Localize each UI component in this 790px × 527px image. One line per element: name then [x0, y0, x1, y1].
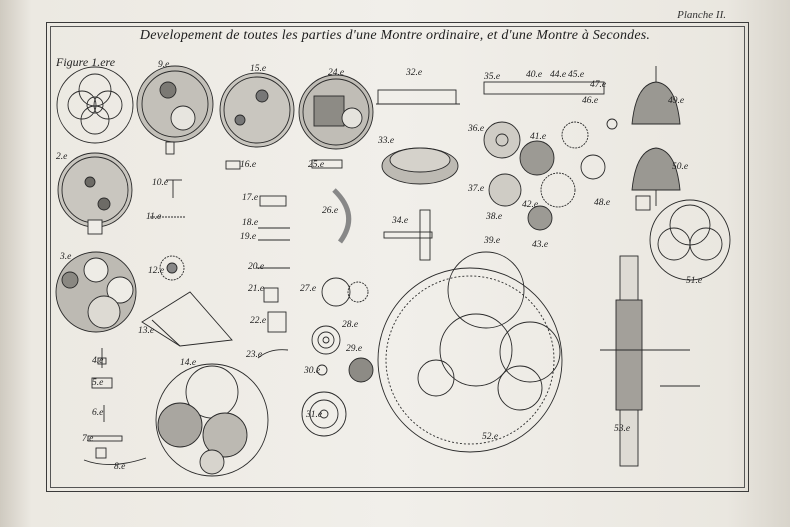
fig-19-label: 19.e [240, 232, 257, 242]
fig24-fusee-movement [298, 74, 374, 150]
figs-4-8-small-parts [83, 348, 147, 465]
fig2-pillar-plate [57, 152, 133, 235]
fig-28-label: 28.e [342, 320, 359, 330]
fig-52-label: 52.e [482, 432, 499, 442]
fig-40-label: 40.e [526, 70, 543, 80]
fig-29-label: 29.e [346, 344, 363, 354]
fig51-seconds-train [649, 199, 731, 281]
figs-16-23-parts [225, 160, 290, 359]
fig-24-label: 24.e [328, 68, 345, 78]
fig-41-label: 41.e [530, 132, 547, 142]
fig-32-label: 32.e [406, 68, 423, 78]
fig-23-label: 23.e [246, 350, 263, 360]
fig-50-label: 50.e [672, 162, 689, 172]
fig1-circle-diagram [56, 66, 134, 144]
fig-30-label: 30.e [304, 366, 321, 376]
fig-14-label: 14.e [180, 358, 197, 368]
fig-4-label: 4.e [92, 356, 104, 366]
fig-31-label: 31.e [306, 410, 323, 420]
fig-43-label: 43.e [532, 240, 549, 250]
fig-8-label: 8.e [114, 462, 126, 472]
fig-16-label: 16.e [240, 160, 257, 170]
figs-10-13-parts [141, 179, 233, 347]
fig-47-label: 47.e [590, 80, 607, 90]
fig-34-label: 34.e [392, 216, 409, 226]
fig15-back-plate [219, 72, 295, 148]
fig3-movement [55, 251, 137, 333]
fig-5-label: 5.e [92, 378, 104, 388]
plate-inner-border [50, 26, 745, 488]
fig-35-label: 35.e [484, 72, 501, 82]
fig-22-label: 22.e [250, 316, 267, 326]
figs-32-34-assemblies [376, 89, 460, 261]
fig-48-label: 48.e [594, 198, 611, 208]
fig-27-label: 27.e [300, 284, 317, 294]
plate-title: Developement de toutes les parties d'une… [139, 28, 651, 43]
fig-7-label: 7.e [82, 434, 94, 444]
fig-39-label: 39.e [484, 236, 501, 246]
fig-37-label: 37.e [468, 184, 485, 194]
fig52-wheel-train-layout [377, 251, 563, 453]
fig-51-label: 51.e [686, 276, 703, 286]
fig-38-label: 38.e [486, 212, 503, 222]
fig9-dial-side [136, 65, 214, 155]
fig-26-label: 26.e [322, 206, 339, 216]
figs-25-31-parts [301, 159, 374, 437]
fig-2-label: 2.e [56, 152, 68, 162]
fig-33-label: 33.e [378, 136, 395, 146]
fig14-movement-wheels [155, 363, 269, 477]
plate-outer-border [46, 22, 749, 492]
fig-42-label: 42.e [522, 200, 539, 210]
fig-12-label: 12.e [148, 266, 165, 276]
fig-11-label: 11.e [146, 212, 162, 222]
fig-13-label: 13.e [138, 326, 155, 336]
fig-53-label: 53.e [614, 424, 631, 434]
fig-17-label: 17.e [242, 193, 259, 203]
figs-49-50-bells [631, 66, 681, 206]
fig-45-label: 45.e [568, 70, 585, 80]
figure-1-label: Figure 1.ere [56, 55, 116, 69]
fig-46-label: 46.e [582, 96, 599, 106]
fig-44-label: 44.e [550, 70, 567, 80]
fig-3-label: 3.e [60, 252, 72, 262]
fig-20-label: 20.e [248, 262, 265, 272]
fig-18-label: 18.e [242, 218, 259, 228]
planche-number: Planche II. [677, 9, 726, 21]
fig53-seconds-arbor [600, 255, 700, 467]
fig-21-label: 21.e [248, 284, 265, 294]
figs-35-48-wheels-and-pinions [483, 81, 651, 231]
fig-25-label: 25.e [308, 160, 325, 170]
fig-49-label: 49.e [668, 96, 685, 106]
fig-15-label: 15.e [250, 64, 267, 74]
fig-9-label: 9.e [158, 60, 170, 70]
fig-6-label: 6.e [92, 408, 104, 418]
fig-10-label: 10.e [152, 178, 169, 188]
fig-36-label: 36.e [468, 124, 485, 134]
